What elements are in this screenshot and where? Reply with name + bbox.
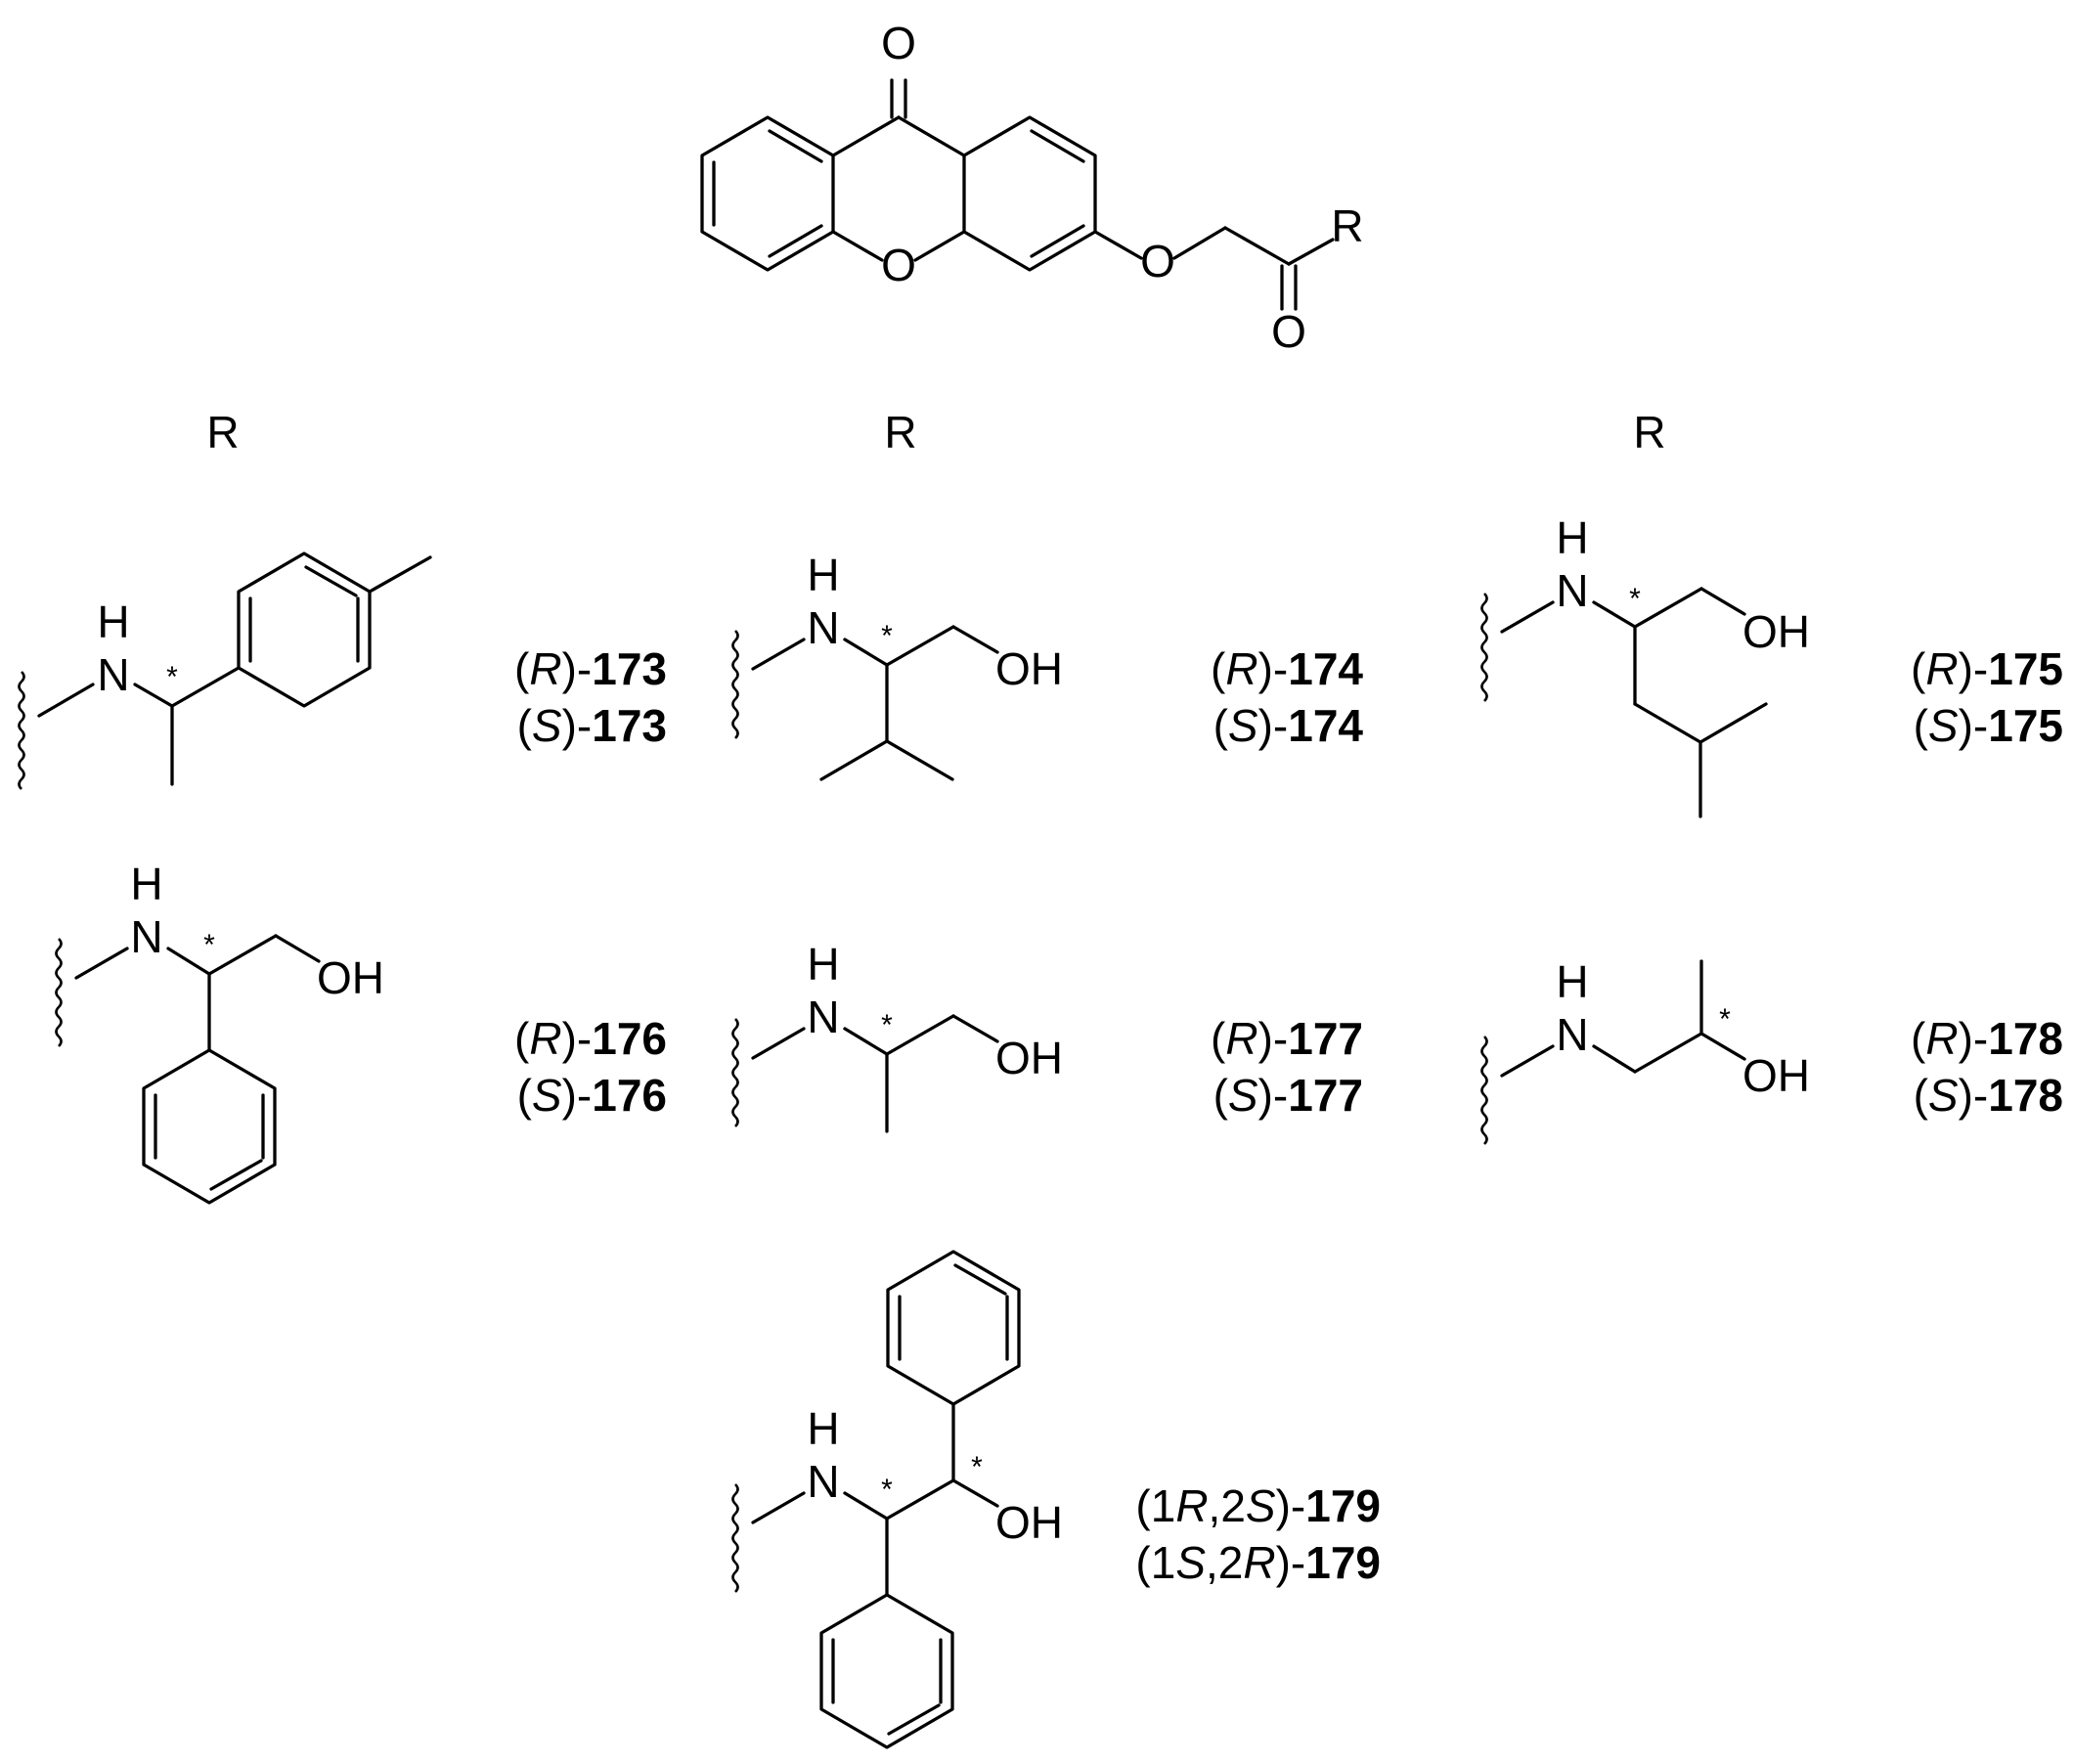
substituent-177-structure: H N * OH [731,939,1063,1133]
carbonyl-oxygen-label: O [881,18,916,68]
r-header-middle: R [884,407,916,458]
compound-label-S-178: (S)-178 [1914,1070,2063,1121]
stereocenter-asterisk: * [1629,583,1641,615]
amine-h-label: H [807,550,839,600]
amine-h-label: H [1556,956,1588,1007]
amine-n-label: N [1556,565,1588,616]
r-header-left: R [206,407,239,458]
hydroxyl-label: OH [1742,1050,1810,1101]
amide-oxygen-label: O [1271,306,1306,357]
compound-label-R-177: (R)-177 [1211,1013,1363,1064]
substituent-178-structure: H N * OH [1480,956,1810,1145]
hydroxyl-label: OH [995,1497,1063,1548]
amine-h-label: H [807,939,839,990]
amine-h-label: H [1556,512,1588,563]
xanthone-left-ring [700,115,835,272]
ring-oxygen-label: O [881,240,916,290]
substituent-173-structure: H N * [18,551,432,790]
hydroxyl-label: OH [317,952,384,1003]
stereocenter-asterisk-2: * [971,1451,983,1483]
amine-h-label: H [807,1403,839,1454]
ether-oxygen-label: O [1140,236,1175,287]
amine-h-label: H [97,596,129,647]
stereocenter-asterisk: * [166,661,178,693]
compound-label-R-175: (R)-175 [1911,643,2063,694]
amine-n-label: N [807,602,839,653]
compound-label-S-176: (S)-176 [517,1070,667,1121]
amine-h-label: H [130,859,162,909]
compound-label-S-174: (S)-174 [1213,700,1364,751]
xanthone-right-ring [962,115,1097,272]
compound-label-S-177: (S)-177 [1213,1070,1363,1121]
compound-label-S-175: (S)-175 [1914,700,2063,751]
hydroxyl-label: OH [995,643,1063,694]
substituent-175-structure: H N * OH [1480,512,1810,818]
amine-n-label: N [807,1456,839,1507]
compound-label-R-174: (R)-174 [1211,643,1363,694]
substituent-176-structure: H N * OH [55,859,384,1205]
stereocenter-asterisk: * [1719,1003,1731,1036]
amine-n-label: N [1556,1009,1588,1060]
compound-label-R-178: (R)-178 [1911,1013,2063,1064]
xanthone-central-ring [831,78,966,262]
compound-label-1R2S-179: (1R,2S)-179 [1135,1480,1381,1531]
stereocenter-asterisk: * [881,620,893,652]
stereocenter-asterisk-1: * [881,1474,893,1506]
amine-n-label: N [130,911,162,962]
stereocenter-asterisk: * [881,1009,893,1041]
substituent-174-structure: H N * OH [731,550,1063,781]
compound-label-S-173: (S)-173 [517,700,667,751]
hydroxyl-label: OH [1742,606,1810,657]
r-group-label: R [1331,200,1363,251]
amine-n-label: N [97,649,129,700]
compound-label-1S2R-179: (1S,2R)-179 [1135,1537,1381,1588]
compound-label-R-176: (R)-176 [514,1013,667,1064]
hydroxyl-label: OH [995,1033,1063,1083]
r-header-right: R [1633,407,1665,458]
oxyacetyl-side-chain [1093,226,1335,311]
amine-n-label: N [807,992,839,1042]
compound-label-R-173: (R)-173 [514,643,667,694]
xanthone-core-structure: O O O R O [700,18,1364,357]
stereocenter-asterisk: * [203,929,215,961]
substituent-179-structure: H N * * OH [731,1250,1063,1749]
